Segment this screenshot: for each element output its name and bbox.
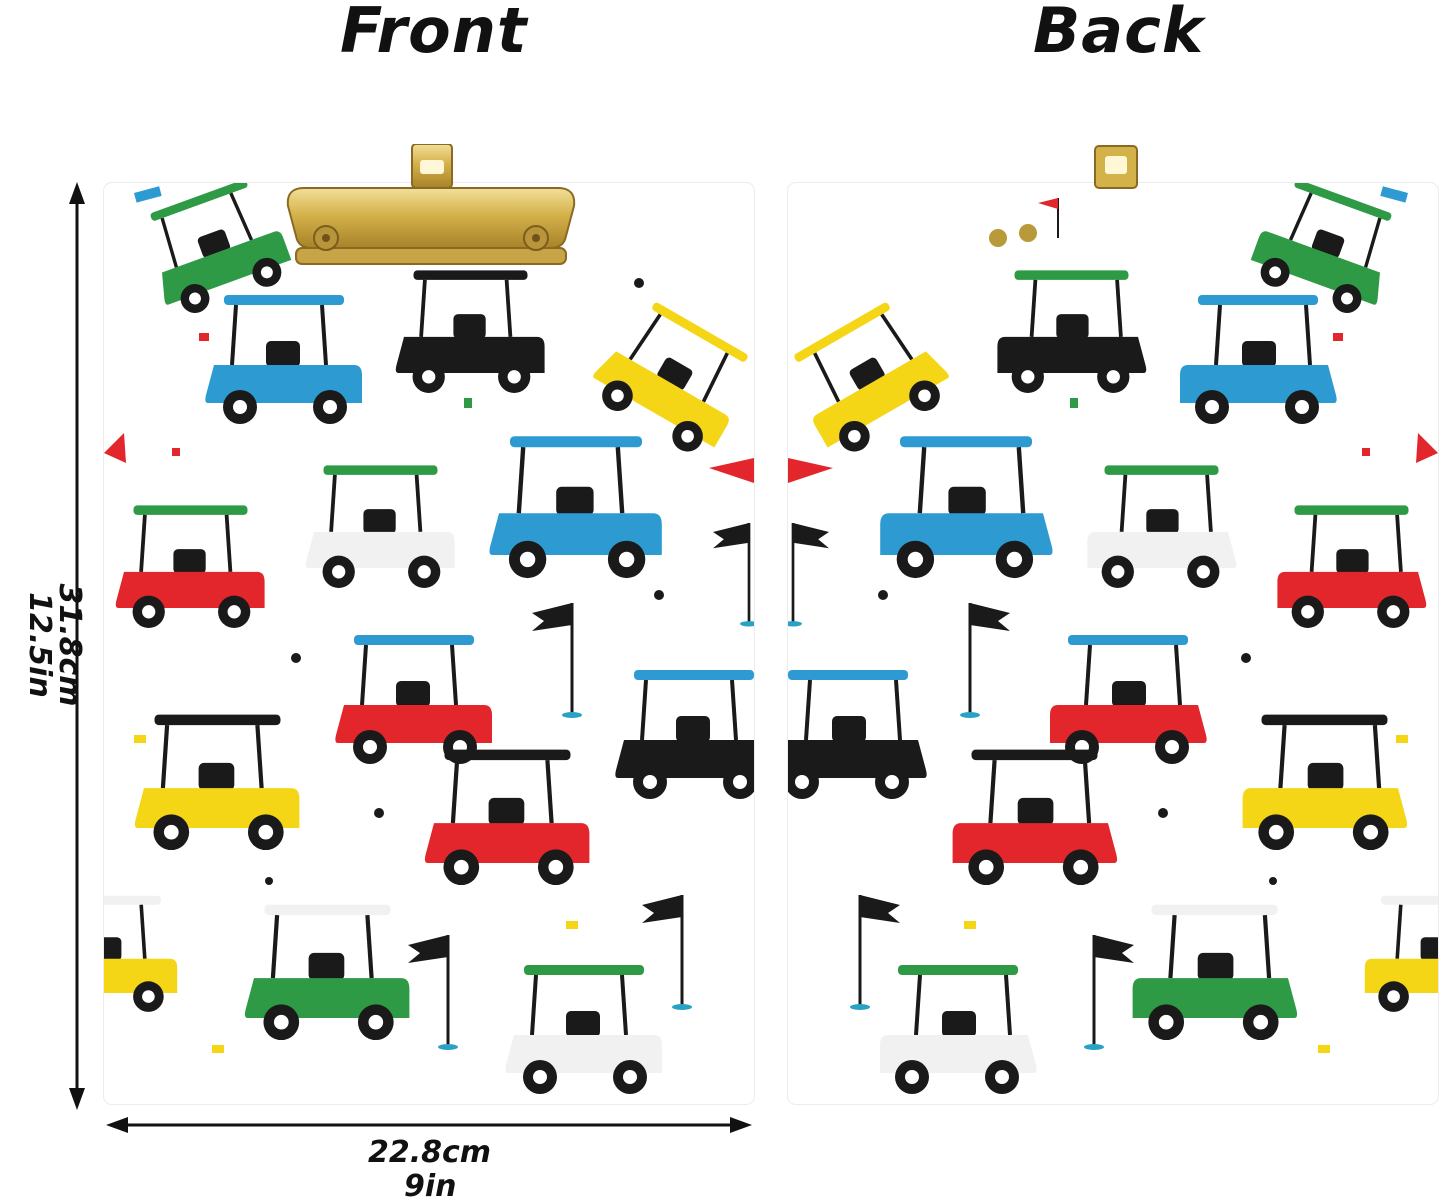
golf-cart-pattern: [788, 183, 1438, 1096]
golf-flag-icon: [1082, 933, 1136, 1052]
golf-cart-icon: [303, 463, 457, 590]
golf-cart-icon: [1048, 633, 1209, 766]
golf-cart-icon: [880, 436, 1052, 578]
golf-flag-icon: [1038, 198, 1059, 238]
golf-cart-icon: [1133, 905, 1298, 1040]
golf-cart-icon: [393, 268, 547, 395]
golf-flag-icon: [788, 521, 831, 628]
golf-flag-icon: [406, 933, 460, 1052]
golf-cart-icon: [503, 963, 664, 1096]
height-in-label: 12.5in: [22, 592, 57, 698]
back-clipboard: [788, 183, 1438, 1104]
golf-flag-icon: [958, 601, 1012, 720]
golf-flag-icon: [848, 893, 902, 1012]
golf-cart-pattern: [104, 183, 754, 1096]
width-in-label: 9in: [404, 1169, 457, 1204]
golf-cart-icon: [613, 668, 754, 801]
back-heading: Back: [1033, 0, 1205, 67]
golf-cart-icon: [1243, 715, 1408, 850]
golf-cart-icon: [1178, 293, 1339, 426]
golf-flag-icon: [640, 893, 694, 1012]
golf-cart-icon: [1085, 463, 1239, 590]
golf-cart-icon: [425, 750, 590, 885]
golf-cart-icon: [333, 633, 494, 766]
metal-clip-icon: [286, 144, 576, 265]
golf-cart-icon: [953, 750, 1118, 885]
height-cm-label: 31.8cm: [52, 583, 87, 707]
golf-flag-icon: [530, 601, 584, 720]
golf-cart-icon: [104, 893, 180, 1014]
golf-cart-icon: [878, 963, 1039, 1096]
golf-cart-icon: [113, 503, 267, 630]
golf-cart-icon: [1363, 893, 1438, 1014]
golf-cart-icon: [788, 668, 929, 801]
golf-cart-icon: [203, 293, 364, 426]
golf-cart-icon: [245, 905, 410, 1040]
width-cm-label: 22.8cm: [368, 1135, 492, 1170]
hang-hole-icon: [1094, 145, 1138, 189]
golf-flag-icon: [711, 521, 754, 628]
confetti-decoration: [788, 186, 1438, 1053]
front-heading: Front: [340, 0, 528, 67]
golf-cart-icon: [1275, 503, 1429, 630]
golf-cart-icon: [135, 715, 300, 850]
golf-cart-icon: [995, 268, 1149, 395]
front-clipboard: [104, 183, 754, 1104]
width-arrow: [106, 1117, 752, 1133]
confetti-decoration: [104, 186, 754, 1053]
golf-cart-icon: [489, 436, 661, 578]
